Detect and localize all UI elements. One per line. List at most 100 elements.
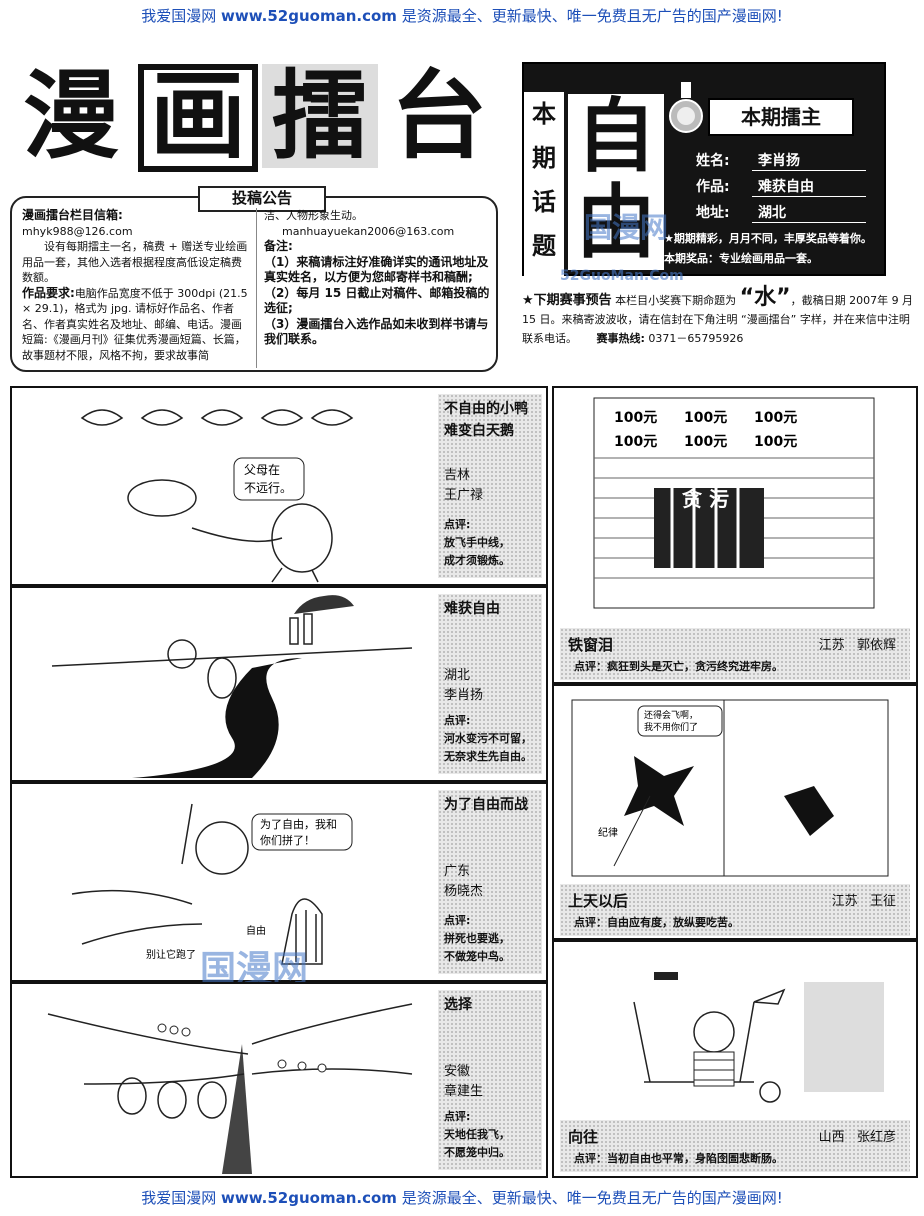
mail-label: 漫画擂台栏目信箱: xyxy=(22,208,123,222)
next-contest-preview: ★下期赛事预告 本栏目小奖赛下期命题为 “水”，截稿日期 2007年 9 月 1… xyxy=(522,285,920,348)
banner-prefix: 我爱国漫网 xyxy=(141,7,222,25)
bottom-banner[interactable]: 我爱国漫网 www.52guoman.com 是资源最全、更新最快、唯一免费且无… xyxy=(0,1188,924,1208)
banner-url[interactable]: www.52guoman.com xyxy=(221,1189,397,1207)
champion-work-row: 作品: 难获自由 xyxy=(696,176,866,197)
champion-note-1: ★期期精彩，月月不同，丰厚奖品等着你。 xyxy=(664,232,872,245)
money-label-6: 100元 xyxy=(754,434,797,450)
comic-1-comment: 点评: 放飞手中线， 成才须锻炼。 xyxy=(444,516,510,570)
comment-line-1: 放飞手中线， xyxy=(444,536,510,549)
comic-art-polluted-river xyxy=(51,595,413,778)
right-comic-1-author: 郭依辉 xyxy=(856,638,896,653)
champion-name: 李肖扬 xyxy=(752,150,866,171)
right-comic-1-comment: 点评：疯狂到头是灭亡，贪污终究进牢房。 xyxy=(574,660,783,673)
mail-address-2[interactable]: manhuayuekan2006@163.com xyxy=(282,224,455,238)
watermark-brand-top: 国漫网 xyxy=(584,211,669,244)
comic-3-title: 为了自由而战 xyxy=(444,797,528,813)
topic-char-4: 题 xyxy=(532,232,556,260)
preview-theme: “水” xyxy=(739,285,791,310)
comment-label: 点评: xyxy=(444,914,471,927)
comic-art-kite: 还得会飞啊， 我不用你们了 纪律 xyxy=(571,699,889,877)
notice-right-column: 洁、人物形象生动。 manhuayuekan2006@163.com 备注: （… xyxy=(264,208,490,348)
bubble-line-2: 不远行。 xyxy=(244,481,292,495)
comic-panel-3: 为了自由，我和 你们拼了！ 别让它跑了 自由 为了自由而战 广东 杨晓杰 点评:… xyxy=(10,782,548,982)
comment-label: 点评: xyxy=(444,518,471,531)
hotline-label: 赛事热线: xyxy=(596,332,645,345)
right-comic-3-title: 向往 xyxy=(568,1128,599,1146)
remark-1: （1）来稿请标注好准确详实的通讯地址及真实姓名，以方便为您邮寄样书和稿酬; xyxy=(264,254,489,285)
topic-big-char-1: 自 xyxy=(576,90,656,183)
comment-label: 点评: xyxy=(444,714,471,727)
banner-url[interactable]: www.52guoman.com xyxy=(221,7,397,25)
comment-line-2: 无奈求生先自由。 xyxy=(444,750,532,763)
comic-2-info: 难获自由 湖北 李肖扬 点评: 河水变污不可留， 无奈求生先自由。 xyxy=(438,594,542,774)
work-label: 作品: xyxy=(696,179,730,195)
comic-art-tree-cages xyxy=(47,1003,413,1174)
mail-address-1[interactable]: mhyk988@126.com xyxy=(22,224,133,238)
comment-line-2: 不愿笼中归。 xyxy=(444,1146,510,1159)
champion-panel: 本 期 话 题 自 由 本期擂主 姓名:李肖扬 作品:难获自由 地址:湖北 ★期… xyxy=(522,62,886,276)
medal-icon xyxy=(669,82,703,133)
comic-3-province: 广东 xyxy=(444,864,471,879)
comic-4-title: 选择 xyxy=(444,997,472,1013)
right-comic-2-author: 王征 xyxy=(869,894,896,909)
comment-line-2: 成才须锻炼。 xyxy=(444,554,510,567)
preview-text-2: ，截稿日期 2007年 9 月 15 日。来稿寄波波收，请在信封在下角注明 “漫… xyxy=(522,294,914,345)
comic-4-comment: 点评: 天地任我飞， 不愿笼中归。 xyxy=(444,1108,510,1162)
top-banner[interactable]: 我爱国漫网 www.52guoman.com 是资源最全、更新最快、唯一免费且无… xyxy=(0,6,924,26)
right-comic-1-province: 江苏 xyxy=(818,638,845,653)
topic-char-3: 话 xyxy=(532,188,556,216)
bubble-line-1: 为了自由，我和 xyxy=(260,817,337,831)
banner-prefix: 我爱国漫网 xyxy=(141,1189,222,1207)
champion-name-row: 姓名:李肖扬 xyxy=(696,150,866,171)
banner-suffix: 是资源最全、更新最快、唯一免费且无广告的国产漫画网! xyxy=(396,1189,783,1207)
right-comic-2-title: 上天以后 xyxy=(568,892,629,910)
right-comic-1-caption: 铁窗泪 江苏 郭依辉 点评：疯狂到头是灭亡，贪污终究进牢房。 xyxy=(560,628,910,680)
comic-1-title-line-1: 不自由的小鸭 xyxy=(444,401,528,417)
topic-char-1: 本 xyxy=(532,100,556,128)
money-label-3: 100元 xyxy=(754,410,797,426)
comic-4-info: 选择 安徽 章建生 点评: 天地任我飞， 不愿笼中归。 xyxy=(438,990,542,1170)
kite-string-label: 纪律 xyxy=(598,826,618,839)
comic-3-info: 为了自由而战 广东 杨晓杰 点评: 拼死也要逃， 不做笼中鸟。 xyxy=(438,790,542,974)
right-comic-2-comment: 点评：自由应有度，放纵要吃苦。 xyxy=(574,916,739,929)
comic-2-author: 李肖扬 xyxy=(444,688,484,703)
comic-art-ducks: 父母在 不远行。 xyxy=(80,409,354,583)
banner-suffix: 是资源最全、更新最快、唯一免费且无广告的国产漫画网! xyxy=(396,7,783,25)
right-comic-3-province: 山西 xyxy=(818,1130,845,1145)
right-comic-2-caption: 上天以后 江苏 王征 点评：自由应有度，放纵要吃苦。 xyxy=(560,884,910,936)
right-comic-panel-1: 贪 污 100元 100元 100元 100元 100元 100元 铁窗泪 江苏… xyxy=(552,386,918,684)
right-comic-2-author-line: 江苏 王征 xyxy=(832,890,896,909)
comic-art-money-prison: 贪 污 100元 100元 100元 100元 100元 100元 xyxy=(593,397,875,609)
title-char-1: 漫 xyxy=(23,60,119,172)
topic-vertical-label: 本 期 话 题 xyxy=(524,92,564,276)
comic-1-author: 王广禄 xyxy=(444,488,484,503)
comic-art-bird-fight: 为了自由，我和 你们拼了！ 别让它跑了 自由 xyxy=(71,803,353,965)
comic-panel-4: 选择 安徽 章建生 点评: 天地任我飞， 不愿笼中归。 xyxy=(10,982,548,1178)
right-comic-3-author-line: 山西 张红彦 xyxy=(819,1126,896,1145)
address-label: 地址: xyxy=(696,205,730,221)
comment-line-2: 不做笼中鸟。 xyxy=(444,950,510,963)
comic-4-province: 安徽 xyxy=(444,1064,471,1079)
title-box xyxy=(138,64,258,172)
preview-heading: ★下期赛事预告 xyxy=(522,293,612,308)
comment-line-1: 拼死也要逃， xyxy=(444,932,510,945)
comic-1-title-line-2: 难变白天鹅 xyxy=(444,423,514,439)
topic-big-char-2: 由 xyxy=(576,176,656,269)
topic-big-text: 自 由 xyxy=(568,94,664,270)
right-comic-3-author: 张红彦 xyxy=(856,1130,896,1145)
right-comic-3-caption: 向往 山西 张红彦 点评：当初自由也平常，身陷囹圄悲断肠。 xyxy=(560,1120,910,1172)
comment-line-1: 河水变污不可留， xyxy=(444,732,532,745)
cage-label: 自由 xyxy=(246,924,266,937)
right-comic-2-province: 江苏 xyxy=(831,894,858,909)
kite-bubble-1: 还得会飞啊， xyxy=(644,709,698,721)
comic-4-author: 章建生 xyxy=(444,1084,484,1099)
notice-divider xyxy=(256,208,257,368)
title-char-2: 画 xyxy=(150,60,246,172)
right-comic-1-author-line: 江苏 郭依辉 xyxy=(819,634,896,653)
champion-note-2: 本期奖品：专业绘画用品一套。 xyxy=(664,252,818,265)
comic-3-comment: 点评: 拼死也要逃， 不做笼中鸟。 xyxy=(444,912,510,966)
watermark-site-top: 52GuoMan.Com xyxy=(560,268,684,284)
submission-notice: 投稿公告 漫画擂台栏目信箱: mhyk988@126.com 设有每期擂主一名，… xyxy=(10,186,498,372)
champion-work: 难获自由 xyxy=(752,176,866,197)
comic-2-title: 难获自由 xyxy=(444,601,500,617)
